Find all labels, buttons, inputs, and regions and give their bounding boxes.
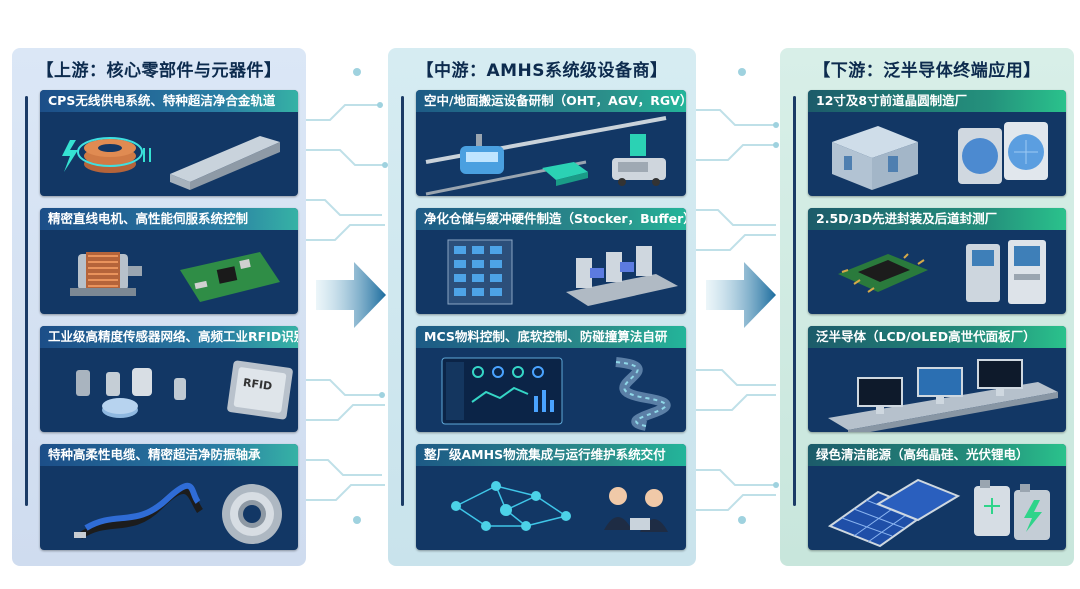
downstream-column: 【下游：泛半导体终端应用】 12寸及8寸前道晶圆制造厂 2.5D/3D先进封装及…	[780, 48, 1074, 566]
card-label: 净化仓储与缓冲硬件制造（Stocker，Buffer）	[416, 208, 686, 230]
upstream-title: 【上游：核心零部件与元器件】	[36, 61, 282, 81]
card-label: CPS无线供电系统、特种超洁净合金轨道	[40, 90, 298, 112]
card-label: 整厂级AMHS物流集成与运行维护系统交付	[416, 444, 686, 466]
oht-agv-rgv-icon	[425, 116, 667, 196]
card-label: 特种高柔性电缆、精密超洁净防振轴承	[40, 444, 298, 466]
downstream-card-clean-energy: 绿色清洁能源（高纯晶硅、光伏锂电）	[808, 444, 1066, 550]
midstream-card-system-integration: 整厂级AMHS物流集成与运行维护系统交付	[416, 444, 686, 550]
midstream-spine	[401, 96, 404, 506]
upstream-spine	[25, 96, 28, 506]
upstream-column: 【上游：核心零部件与元器件】 CPS无线供电系统、特种超洁净合金轨道 精密直线电…	[12, 48, 306, 566]
motor-and-board-icon	[70, 252, 280, 302]
stocker-buffer-icon	[447, 239, 678, 306]
mcs-dashboard-icon	[441, 357, 671, 431]
flow-arrow-up-to-mid	[316, 262, 386, 328]
chip-and-tester-icon	[838, 240, 1046, 304]
card-label: MCS物料控制、底软控制、防碰撞算法自研	[416, 326, 686, 348]
upstream-card-wireless-power: CPS无线供电系统、特种超洁净合金轨道	[40, 90, 298, 196]
card-label: 精密直线电机、高性能伺服系统控制	[40, 208, 298, 230]
coil-and-rail-icon	[62, 136, 280, 190]
downstream-card-panel-fab: 泛半导体（LCD/OLED高世代面板厂）	[808, 326, 1066, 432]
solar-and-battery-icon	[827, 478, 1050, 548]
wafer-fab-icon	[832, 122, 1048, 190]
downstream-spine	[793, 96, 796, 506]
midstream-card-transport-equipment: 空中/地面搬运设备研制（OHT，AGV，RGV）	[416, 90, 686, 196]
downstream-card-wafer-fab: 12寸及8寸前道晶圆制造厂	[808, 90, 1066, 196]
downstream-card-advanced-packaging: 2.5D/3D先进封装及后道封测厂	[808, 208, 1066, 314]
display-panel-line-icon	[828, 359, 1058, 432]
card-label: 工业级高精度传感器网络、高频工业RFID识别	[40, 326, 298, 348]
card-label: 空中/地面搬运设备研制（OHT，AGV，RGV）	[416, 90, 686, 112]
card-label: 泛半导体（LCD/OLED高世代面板厂）	[808, 326, 1066, 348]
midstream-card-mcs-software: MCS物料控制、底软控制、防碰撞算法自研	[416, 326, 686, 432]
card-label: 2.5D/3D先进封装及后道封测厂	[808, 208, 1066, 230]
upstream-card-cable-bearing: 特种高柔性电缆、精密超洁净防振轴承	[40, 444, 298, 550]
cable-and-bearing-icon	[74, 482, 282, 544]
flow-arrow-mid-to-down	[706, 262, 776, 328]
midstream-column: 【中游：AMHS系统级设备商】 空中/地面搬运设备研制（OHT，AGV，RGV）	[388, 48, 696, 566]
upstream-card-sensors-rfid: 工业级高精度传感器网络、高频工业RFID识别 RFID	[40, 326, 298, 432]
downstream-title: 【下游：泛半导体终端应用】	[813, 61, 1041, 81]
midstream-title: 【中游：AMHS系统级设备商】	[416, 61, 668, 81]
card-label: 绿色清洁能源（高纯晶硅、光伏锂电）	[808, 444, 1066, 466]
sensors-and-rfid-icon	[76, 360, 293, 420]
card-label: 12寸及8寸前道晶圆制造厂	[808, 90, 1066, 112]
network-and-engineers-icon	[451, 481, 668, 532]
midstream-card-stocker-buffer: 净化仓储与缓冲硬件制造（Stocker，Buffer）	[416, 208, 686, 314]
upstream-card-linear-motor: 精密直线电机、高性能伺服系统控制	[40, 208, 298, 314]
